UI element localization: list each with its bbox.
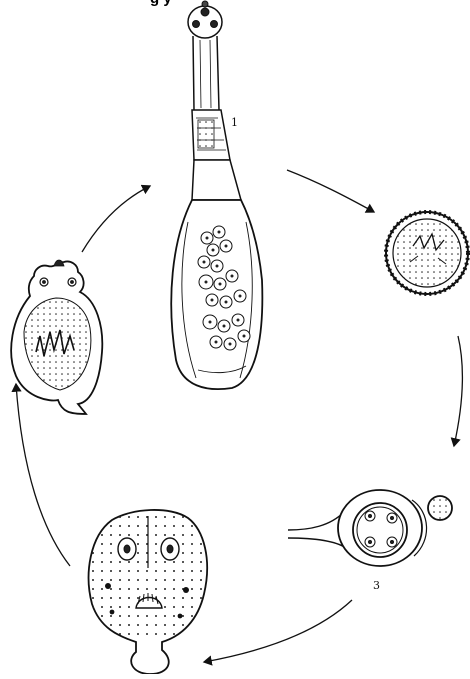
cycle-arrow-3-to-4 [204, 600, 352, 662]
cysticercoid-illustration [89, 510, 208, 674]
egg-illustration [386, 212, 468, 294]
cycle-arrow-4-to-5 [16, 384, 70, 566]
cycle-arrow-2-to-3 [454, 336, 462, 446]
stage-label-1: 1 [231, 116, 238, 129]
oncosphere-illustration [11, 260, 102, 414]
cropped-title-fragment: g y [150, 0, 300, 10]
larva-illustration [288, 490, 452, 566]
stage-label-3: 3 [373, 579, 380, 592]
cycle-arrow-5-to-1 [82, 186, 150, 252]
cycle-arrow-1-to-2 [287, 170, 374, 212]
adult-tapeworm-illustration [171, 1, 262, 389]
